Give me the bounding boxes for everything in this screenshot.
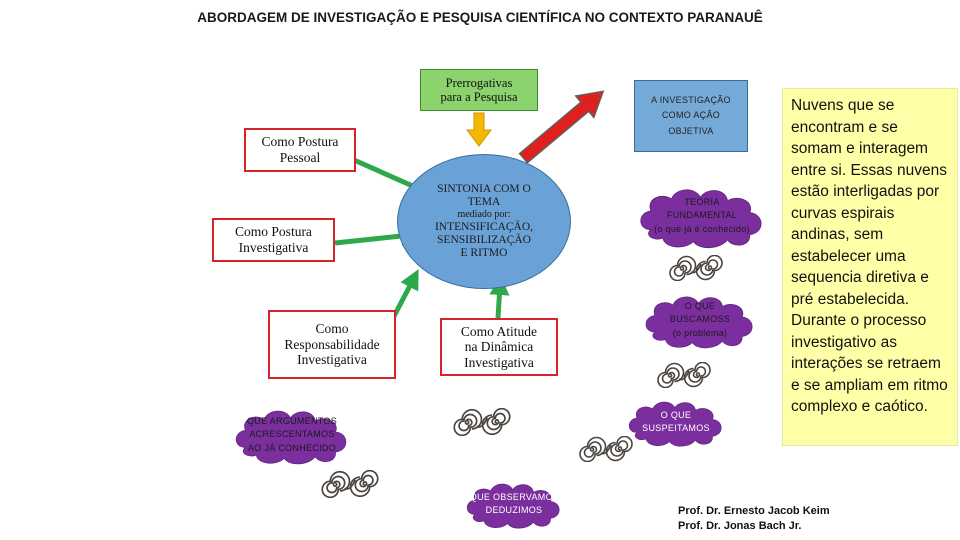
- cloud-argumentos-label: QUE ARGUMENTOS ACRESCENTAMOS AO JÁ CONHE…: [230, 404, 354, 466]
- author-name: Prof. Dr. Jonas Bach Jr.: [678, 520, 802, 532]
- center-line: INTENSIFICAÇÃO,: [434, 220, 534, 233]
- cloud-observamos-label: O QUE OBSERVAMOS E DEDUZIMOS: [446, 478, 582, 530]
- authors: Prof. Dr. Ernesto Jacob Keim Prof. Dr. J…: [678, 504, 928, 534]
- center-line: mediado por:: [457, 209, 511, 221]
- center-line: SENSIBILIZAÇÃO: [437, 233, 531, 246]
- cloud-line: AO JÁ CONHECIDO: [247, 442, 336, 453]
- double-spiral-icon: [669, 255, 723, 281]
- arrow-center-to-investigacao: [518, 90, 605, 164]
- cloud-line: SUSPEITAMOS: [642, 423, 710, 433]
- box-line: para a Pesquisa: [440, 90, 518, 104]
- box-line: Como: [315, 321, 349, 337]
- cloud-line: BUSCAMOSS: [669, 314, 731, 325]
- note-box: Nuvens que se encontram e se somam e int…: [782, 88, 958, 446]
- cloud-suspeitamos-label: O QUE SUSPEITAMOS: [610, 396, 742, 448]
- box-line: Investigativa: [297, 352, 367, 368]
- cloud-teoria-label: TEORIA FUNDAMENTAL (o que já é conhecido…: [622, 182, 782, 250]
- box-line: Como Postura: [261, 134, 339, 150]
- box-postura-pessoal: Como Postura Pessoal: [244, 128, 356, 172]
- note-text: Nuvens que se encontram e se somam e int…: [791, 97, 948, 415]
- box-line: Investigativa: [238, 240, 309, 255]
- box-line: Prerrogativas: [445, 75, 513, 90]
- author-name: Prof. Dr. Ernesto Jacob Keim: [678, 505, 830, 517]
- cloud-line: O QUE OBSERVAMOS E: [459, 491, 569, 502]
- box-postura-investigativa: Como Postura Investigativa: [212, 218, 335, 262]
- box-line: na Dinâmica: [464, 339, 534, 355]
- cloud-line: DEDUZIMOS: [485, 505, 543, 515]
- cloud-line: (o problema): [672, 327, 728, 338]
- cloud-line: ACRESCENTAMOS: [249, 429, 335, 440]
- arrow-prerrogativas-to-center: [466, 112, 492, 147]
- cloud-line: O QUE: [684, 300, 716, 311]
- cloud-buscamos-label: O QUE BUSCAMOSS (o problema): [624, 290, 776, 350]
- center-line: TEMA: [467, 195, 501, 208]
- cloud-line: O QUE: [660, 409, 692, 420]
- cloud-line: (o que já é conhecido): [654, 223, 750, 234]
- center-line: E RITMO: [460, 247, 508, 260]
- double-spiral-icon: [321, 470, 379, 498]
- box-investigacao: A INVESTIGAÇÃO COMO AÇÃO OBJETIVA: [634, 80, 748, 152]
- cloud-line: QUE ARGUMENTOS: [246, 415, 338, 426]
- box-responsabilidade: Como Responsabilidade Investigativa: [268, 310, 396, 379]
- arrow-atitude-to-center: [489, 275, 510, 319]
- center-line: SINTONIA COM O: [437, 182, 531, 195]
- cloud-line: TEORIA: [684, 196, 720, 207]
- double-spiral-icon: [453, 408, 511, 436]
- center-ellipse: SINTONIA COM O TEMA mediado por: INTENSI…: [397, 154, 571, 289]
- box-line: Responsabilidade: [284, 336, 380, 352]
- double-spiral-icon: [657, 362, 711, 388]
- box-prerrogativas: Prerrogativas para a Pesquisa: [420, 69, 538, 111]
- box-line: Como Atitude: [460, 323, 538, 339]
- cloud-line: FUNDAMENTAL: [666, 210, 738, 221]
- box-line: Investigativa: [464, 354, 534, 370]
- box-line: Pessoal: [279, 150, 321, 165]
- box-atitude: Como Atitude na Dinâmica Investigativa: [440, 318, 558, 376]
- page-title: ABORDAGEM DE INVESTIGAÇÃO E PESQUISA CIE…: [197, 10, 763, 25]
- box-line: A INVESTIGAÇÃO: [651, 95, 731, 106]
- box-line: Como Postura: [235, 224, 312, 240]
- box-line: COMO AÇÃO: [661, 110, 721, 121]
- box-line: OBJETIVA: [668, 125, 714, 136]
